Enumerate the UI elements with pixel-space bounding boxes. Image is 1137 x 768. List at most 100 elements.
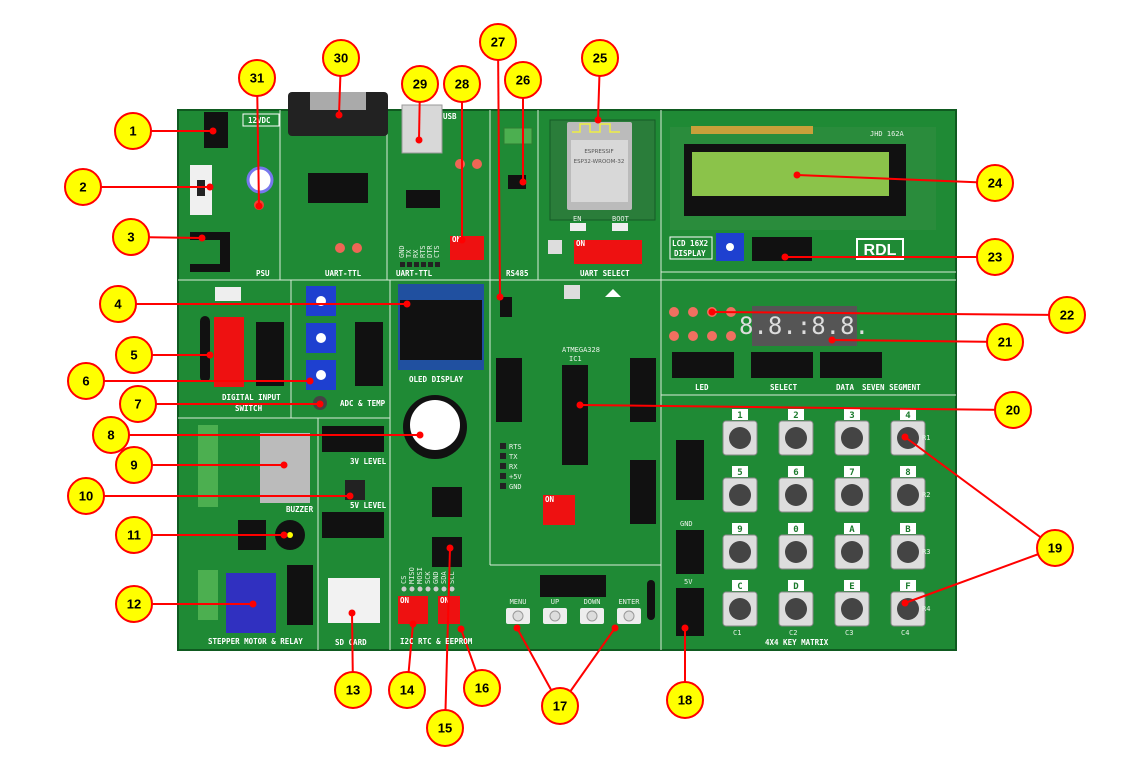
key-B[interactable]: B xyxy=(890,523,926,570)
header-sv10 xyxy=(322,512,384,538)
svg-text:4: 4 xyxy=(905,411,911,421)
row-label: R1 xyxy=(922,434,930,442)
callout-number: 5 xyxy=(130,348,137,363)
nav-button-up[interactable]: UP xyxy=(543,598,567,624)
callout-number: 25 xyxy=(593,51,607,66)
led xyxy=(688,307,698,317)
key-C[interactable]: C xyxy=(722,580,758,627)
callout-number: 31 xyxy=(250,71,264,86)
callout-number: 29 xyxy=(413,77,427,92)
key-1[interactable]: 1 xyxy=(722,409,758,456)
key-7[interactable]: 7 xyxy=(834,466,870,513)
stepper-relay-label: STEPPER MOTOR & RELAY xyxy=(208,637,303,646)
svg-text:ON: ON xyxy=(440,596,450,605)
callout-6: 6 xyxy=(67,362,314,400)
callout-number: 13 xyxy=(346,683,360,698)
key-5[interactable]: 5 xyxy=(722,466,758,513)
svg-text:3: 3 xyxy=(849,411,854,421)
svg-text:6: 6 xyxy=(793,468,798,478)
callout-number: 23 xyxy=(988,250,1002,265)
key-3[interactable]: 3 xyxy=(834,409,870,456)
max232-ic xyxy=(308,173,368,203)
svg-text:LCD 16X2: LCD 16X2 xyxy=(672,239,708,248)
col-label: C4 xyxy=(901,629,909,637)
header-p3 xyxy=(630,358,656,422)
adc-temp-label: ADC & TEMP xyxy=(340,399,386,408)
voltage-regulator xyxy=(190,232,230,272)
callout-30: 30 xyxy=(322,39,360,119)
key-F[interactable]: F xyxy=(890,580,926,627)
reset-button[interactable] xyxy=(564,285,580,299)
digital-input-label: DIGITAL INPUT xyxy=(222,393,281,402)
key-E[interactable]: E xyxy=(834,580,870,627)
header-sv3 xyxy=(751,352,813,378)
esp-brand: ESPRESSIF xyxy=(584,149,613,155)
key-D[interactable]: D xyxy=(778,580,814,627)
key-0[interactable]: 0 xyxy=(778,523,814,570)
svg-text:C: C xyxy=(737,582,742,592)
key-6[interactable]: 6 xyxy=(778,466,814,513)
key-2[interactable]: 2 xyxy=(778,409,814,456)
uart-pin-label: GND xyxy=(398,245,406,258)
nav-button-enter[interactable]: ENTER xyxy=(617,598,641,624)
potentiometers[interactable] xyxy=(306,286,336,390)
rdl-logo: RDL xyxy=(864,242,897,259)
lcd-model-label: JHD 162A xyxy=(870,130,905,138)
col-label: C3 xyxy=(845,629,853,637)
nav-button-menu[interactable]: MENU xyxy=(506,598,530,624)
uart-pin-label: TX xyxy=(405,249,413,258)
reset-button-esp[interactable] xyxy=(548,240,562,254)
callout-8: 8 xyxy=(92,416,424,454)
header-sv6 xyxy=(676,530,704,574)
callout-18: 18 xyxy=(666,624,704,719)
capacitor xyxy=(246,166,274,194)
key-matrix-label: 4X4 KEY MATRIX xyxy=(765,638,829,647)
header-sv8 xyxy=(540,575,606,597)
esp-en-button[interactable] xyxy=(570,223,586,231)
esp-boot-button[interactable] xyxy=(612,223,628,231)
eeprom-ic xyxy=(432,487,462,517)
digital-input-dip-switch[interactable] xyxy=(214,317,244,387)
header-p2 xyxy=(630,460,656,524)
svg-text:8: 8 xyxy=(905,468,910,478)
nav-button-down[interactable]: DOWN xyxy=(580,598,604,624)
oled-display xyxy=(400,300,482,360)
header-sv11 xyxy=(322,426,384,452)
svg-text:D: D xyxy=(793,582,799,592)
uart-p2-dip-switch[interactable] xyxy=(543,495,575,525)
navigation-buttons[interactable]: MENU UP DOWN ENTER xyxy=(506,598,641,624)
buzzer-label: BUZZER xyxy=(286,505,314,514)
callout-number: 16 xyxy=(475,681,489,696)
svg-text:ON: ON xyxy=(452,235,462,244)
callout-19: 19 xyxy=(901,433,1074,607)
key-9[interactable]: 9 xyxy=(722,523,758,570)
mcu-label: ATMEGA328 xyxy=(562,346,600,354)
callout-number: 19 xyxy=(1048,541,1062,556)
callout-number: 20 xyxy=(1006,403,1020,418)
callout-number: 22 xyxy=(1060,308,1074,323)
callout-26: 26 xyxy=(504,61,542,186)
esp-model: ESP32-WROOM-32 xyxy=(574,159,625,165)
callout-14: 14 xyxy=(388,620,426,709)
callout-number: 10 xyxy=(79,489,93,504)
i2c-dip-switch-1[interactable] xyxy=(398,596,428,624)
callout-11: 11 xyxy=(115,516,288,554)
callout-22: 22 xyxy=(708,296,1086,334)
callout-number: 21 xyxy=(998,335,1012,350)
callout-number: 6 xyxy=(82,374,89,389)
uart-dip-switch[interactable] xyxy=(450,236,484,260)
sd-card-label: SD CARD xyxy=(335,638,367,647)
header-sv13 xyxy=(256,322,284,386)
key-8[interactable]: 8 xyxy=(890,466,926,513)
callout-number: 24 xyxy=(988,176,1003,191)
uart-pin-label: RTS xyxy=(419,245,427,258)
section-dividers xyxy=(178,110,956,650)
callout-number: 3 xyxy=(127,230,134,245)
uart-select-dip-switch[interactable] xyxy=(574,240,642,264)
svg-text:ON: ON xyxy=(400,596,410,605)
key-A[interactable]: A xyxy=(834,523,870,570)
